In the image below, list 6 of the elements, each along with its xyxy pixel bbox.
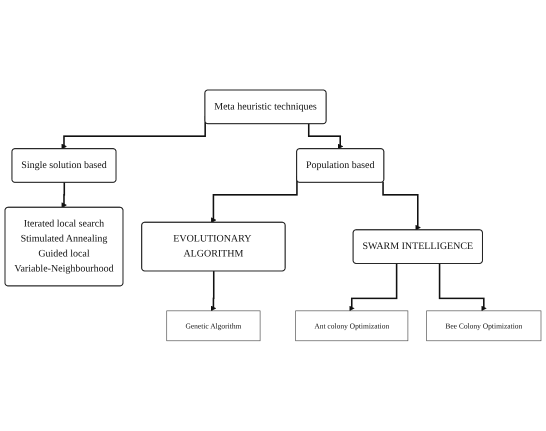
arrow (308, 124, 344, 150)
arrow (62, 182, 67, 208)
arrow (438, 264, 487, 312)
arrow (382, 182, 421, 230)
arrow (210, 271, 216, 312)
arrow (349, 264, 398, 312)
